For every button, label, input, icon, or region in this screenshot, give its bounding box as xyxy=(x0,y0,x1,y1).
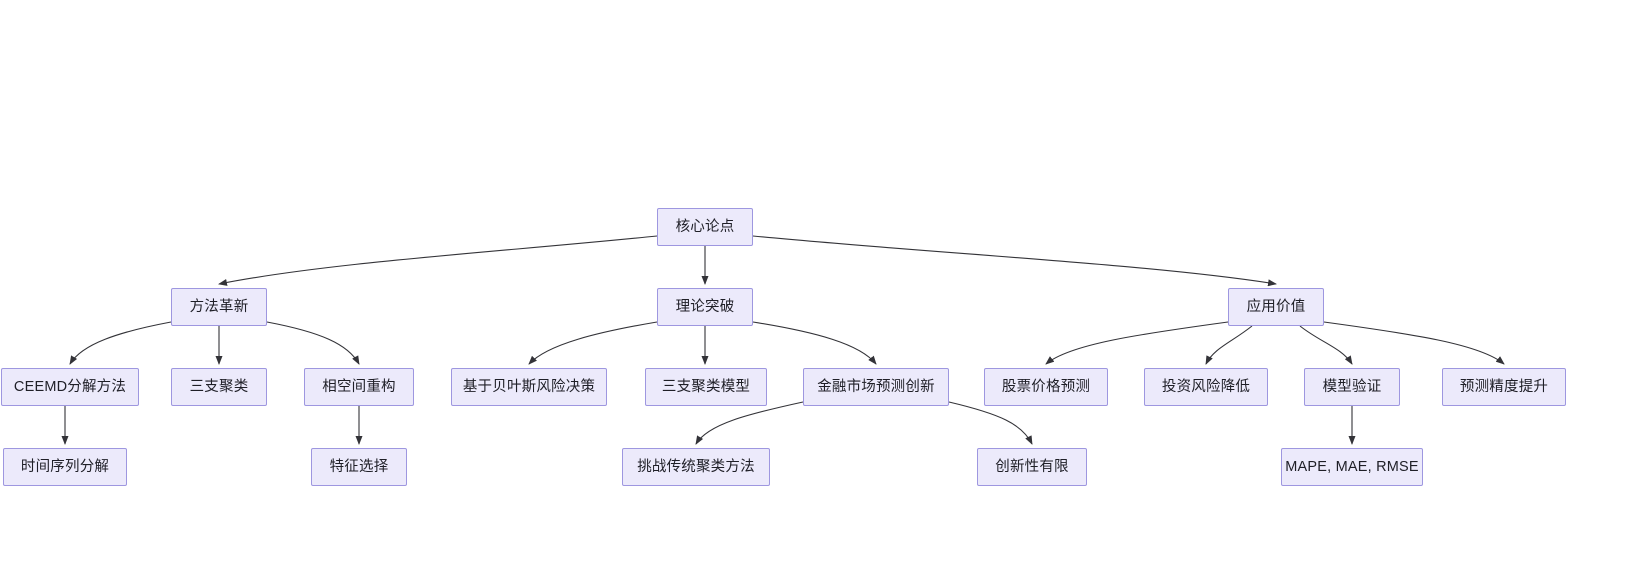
node-n2c[interactable]: 金融市场预测创新 xyxy=(803,368,949,406)
node-label: 投资风险降低 xyxy=(1161,378,1251,395)
edge-n3-to-n3b xyxy=(1205,325,1253,365)
node-n2c2[interactable]: 创新性有限 xyxy=(977,448,1087,486)
node-label: 相空间重构 xyxy=(322,378,396,395)
edges-group xyxy=(61,235,1505,445)
edge-n3-to-n3d xyxy=(1323,321,1505,365)
node-n2a[interactable]: 基于贝叶斯风险决策 xyxy=(451,368,607,406)
node-label: 方法革新 xyxy=(189,298,249,315)
node-label: 创新性有限 xyxy=(995,458,1069,475)
edge-n3-to-n3a xyxy=(1045,321,1229,365)
edge-root-to-n3 xyxy=(752,235,1277,287)
node-label: 金融市场预测创新 xyxy=(817,378,935,395)
node-label: 应用价值 xyxy=(1246,298,1306,315)
node-n1a1[interactable]: 时间序列分解 xyxy=(3,448,127,486)
edge-n2-to-n2c xyxy=(752,321,877,365)
node-label: 模型验证 xyxy=(1322,378,1382,395)
node-n1c1[interactable]: 特征选择 xyxy=(311,448,407,486)
node-label: 三支聚类模型 xyxy=(661,378,751,395)
node-label: 预测精度提升 xyxy=(1459,378,1549,395)
edge-n2c-to-n2c1 xyxy=(695,401,804,445)
node-label: 三支聚类 xyxy=(189,378,249,395)
node-n3b[interactable]: 投资风险降低 xyxy=(1144,368,1268,406)
node-n3a[interactable]: 股票价格预测 xyxy=(984,368,1108,406)
edge-root-to-n1 xyxy=(218,235,658,286)
node-n1[interactable]: 方法革新 xyxy=(171,288,267,326)
node-n2[interactable]: 理论突破 xyxy=(657,288,753,326)
node-label: 股票价格预测 xyxy=(1001,378,1091,395)
node-n3c1[interactable]: MAPE, MAE, RMSE xyxy=(1281,448,1423,486)
node-label: MAPE, MAE, RMSE xyxy=(1285,458,1419,475)
node-n2c1[interactable]: 挑战传统聚类方法 xyxy=(622,448,770,486)
node-n1a[interactable]: CEEMD分解方法 xyxy=(1,368,139,406)
node-n3c[interactable]: 模型验证 xyxy=(1304,368,1400,406)
node-root[interactable]: 核心论点 xyxy=(657,208,753,246)
node-n3[interactable]: 应用价值 xyxy=(1228,288,1324,326)
node-label: 特征选择 xyxy=(329,458,389,475)
node-label: 理论突破 xyxy=(675,298,735,315)
edge-n2-to-n2a xyxy=(528,321,658,365)
edge-n1-to-n1a xyxy=(69,321,172,365)
node-label: 时间序列分解 xyxy=(20,458,110,475)
node-n1b[interactable]: 三支聚类 xyxy=(171,368,267,406)
node-label: CEEMD分解方法 xyxy=(13,378,127,395)
edge-n2c-to-n2c2 xyxy=(948,401,1033,445)
edge-n1-to-n1c xyxy=(266,321,360,365)
node-label: 挑战传统聚类方法 xyxy=(637,458,755,475)
node-n1c[interactable]: 相空间重构 xyxy=(304,368,414,406)
node-n3d[interactable]: 预测精度提升 xyxy=(1442,368,1566,406)
node-label: 基于贝叶斯风险决策 xyxy=(462,378,596,395)
node-label: 核心论点 xyxy=(675,218,735,235)
node-n2b[interactable]: 三支聚类模型 xyxy=(645,368,767,406)
edge-n3-to-n3c xyxy=(1299,325,1353,365)
